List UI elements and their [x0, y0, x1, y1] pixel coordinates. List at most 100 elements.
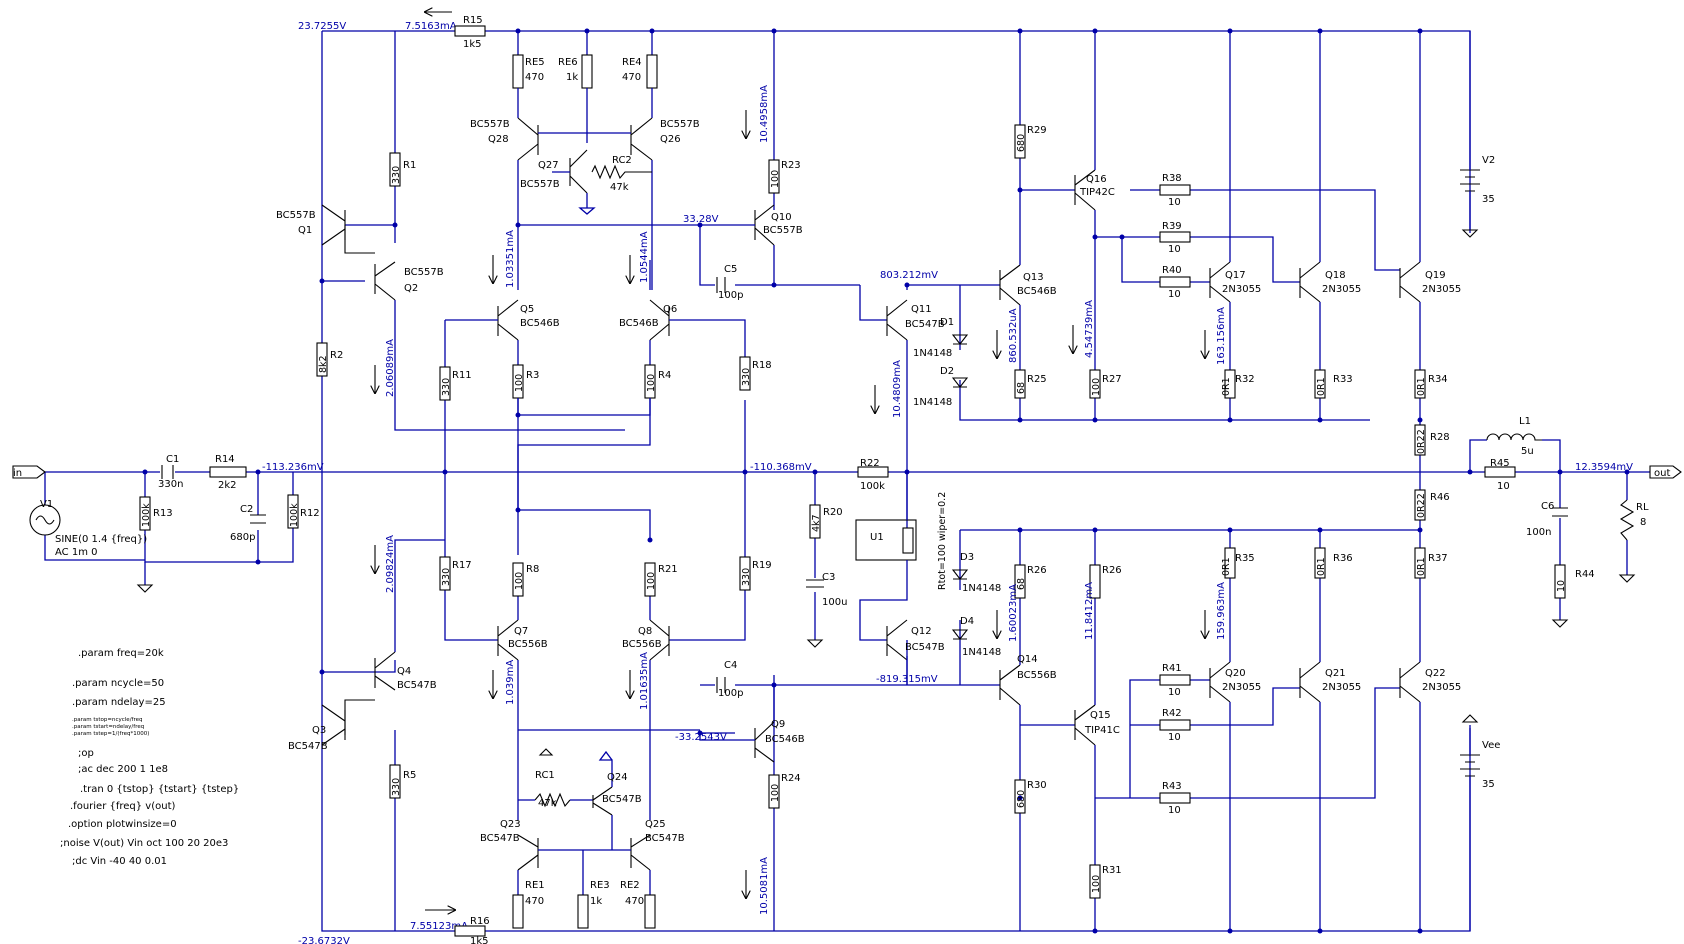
label-re3v: 1k — [590, 896, 602, 907]
label-r37: R37 — [1428, 553, 1448, 564]
spice-directives: .param freq=20k .param ncycle=50 .param … — [60, 648, 239, 867]
label-c2: C2 — [240, 504, 253, 515]
label-q19-type: 2N3055 — [1422, 284, 1461, 295]
directive-9: .fourier {freq} v(out) — [70, 801, 175, 812]
label-r16: R16 — [470, 916, 490, 927]
mirror-bottom — [512, 730, 656, 929]
label-r27v: 100 — [1091, 378, 1102, 396]
label-r4: R4 — [658, 370, 671, 381]
label-r14v: 2k2 — [218, 480, 237, 491]
label-q2-type: BC557B — [404, 267, 444, 278]
label-r13: R13 — [153, 508, 173, 519]
label-q14: Q14 — [1017, 654, 1038, 665]
label-re5v: 470 — [525, 72, 544, 83]
label-i-r15: 7.5163mA — [405, 21, 457, 32]
label-q21: Q21 — [1325, 668, 1346, 679]
label-q19: Q19 — [1425, 270, 1446, 281]
label-v1-sig2: AC 1m 0 — [55, 547, 97, 558]
feedback — [700, 466, 1420, 648]
label-r27: R27 — [1102, 374, 1122, 385]
label-q4: Q4 — [397, 666, 411, 677]
label-r43: R43 — [1162, 781, 1182, 792]
label-q28: Q28 — [488, 134, 509, 145]
label-i-q6: 1.0544mA — [639, 231, 650, 283]
label-v2: V2 — [1482, 155, 1495, 166]
label-r2v: 8k2 — [318, 355, 329, 373]
label-q1: Q1 — [298, 225, 312, 236]
label-q17-type: 2N3055 — [1222, 284, 1261, 295]
label-c6v: 100n — [1526, 527, 1551, 538]
label-r43v: 10 — [1168, 805, 1181, 816]
label-r26: R26 — [1027, 565, 1047, 576]
label-q17: Q17 — [1225, 270, 1246, 281]
label-r15: R15 — [463, 15, 483, 26]
label-r36v: 0R1 — [1316, 557, 1327, 576]
label-r22: R22 — [860, 458, 880, 469]
label-q27: Q27 — [538, 160, 559, 171]
label-r4v: 100 — [646, 374, 657, 392]
branch-currents: 2.06089mA 2.09824mA 1.03351mA 1.0544mA 1… — [385, 85, 1227, 915]
label-q27-type: BC557B — [520, 179, 560, 190]
label-re3: RE3 — [590, 880, 610, 891]
label-q21-type: 2N3055 — [1322, 682, 1361, 693]
label-r44: R44 — [1575, 569, 1595, 580]
label-q7: Q7 — [514, 626, 528, 637]
label-q3: Q3 — [312, 725, 326, 736]
label-q5-type: BC546B — [520, 318, 560, 329]
label-r32: R32 — [1235, 374, 1255, 385]
label-re1v: 470 — [525, 896, 544, 907]
label-r23v: 100 — [770, 170, 781, 188]
label-i-q4: 2.09824mA — [385, 535, 396, 593]
label-d3: D3 — [960, 552, 974, 563]
label-r18: R18 — [752, 360, 772, 371]
label-c5: C5 — [724, 264, 737, 275]
current-source-top — [316, 31, 625, 431]
label-v-q10b: 33.28V — [683, 214, 719, 225]
label-q25-type: BC547B — [645, 833, 685, 844]
label-q1-type: BC557B — [276, 210, 316, 221]
supplies — [538, 31, 1480, 931]
label-u1v: Rtot=100 wiper=0.2 — [937, 492, 948, 590]
label-r1: R1 — [403, 160, 416, 171]
label-re2: RE2 — [620, 880, 640, 891]
directive-2: .param ndelay=25 — [72, 697, 166, 708]
label-q26-type: BC557B — [660, 119, 700, 130]
label-r2: R2 — [330, 350, 343, 361]
label-r38: R38 — [1162, 173, 1182, 184]
label-r46: R46 — [1430, 492, 1450, 503]
current-source-bottom — [319, 539, 445, 931]
label-i-q2: 2.06089mA — [385, 339, 396, 397]
output-stage-bottom — [951, 472, 1426, 934]
label-i-q17: 163.156mA — [1216, 307, 1227, 365]
label-r25v: 68 — [1016, 382, 1027, 394]
label-c3: C3 — [822, 572, 835, 583]
directive-10: .option plotwinsize=0 — [68, 819, 177, 830]
label-re4: RE4 — [622, 57, 642, 68]
label-d1: D1 — [940, 317, 954, 328]
directive-6: ;op — [78, 748, 94, 759]
label-r20: R20 — [823, 507, 843, 518]
port-in: in — [13, 468, 22, 479]
label-r24: R24 — [781, 773, 801, 784]
label-c1: C1 — [166, 454, 179, 465]
label-rlv: 8 — [1640, 517, 1646, 528]
label-i-q11: 10.4809mA — [892, 360, 903, 418]
label-i-q10: 10.4958mA — [759, 85, 770, 143]
label-r29: R29 — [1027, 125, 1047, 136]
label-c3v: 100u — [822, 597, 847, 608]
output-stage-top — [951, 28, 1426, 472]
label-q23-type: BC547B — [480, 833, 520, 844]
label-q16-type: TIP42C — [1079, 187, 1115, 198]
label-i-q5: 1.03351mA — [505, 230, 516, 288]
label-rc1: RC1 — [535, 770, 555, 781]
label-r11: R11 — [452, 370, 472, 381]
label-q18: Q18 — [1325, 270, 1346, 281]
port-out: out — [1654, 468, 1670, 479]
label-v-out-node: 12.3594mV — [1575, 462, 1633, 473]
label-r33v: 0R1 — [1316, 377, 1327, 396]
label-u1: U1 — [870, 532, 884, 543]
label-i-q7: 1.039mA — [505, 660, 516, 705]
label-r20v: 4k7 — [811, 514, 822, 532]
label-r19: R19 — [752, 560, 772, 571]
bias — [855, 282, 960, 685]
